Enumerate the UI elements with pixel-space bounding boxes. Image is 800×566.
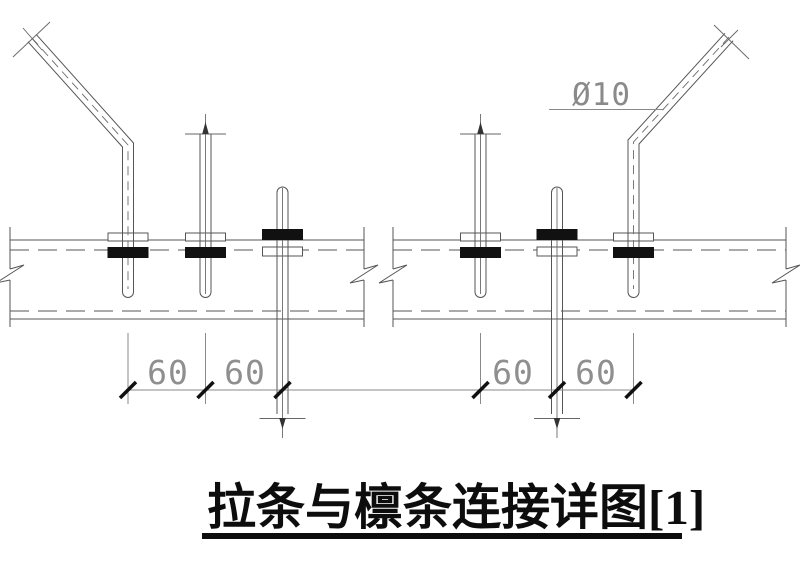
rod-end-cross-icon	[713, 24, 750, 60]
diagonal-tie-rod-left	[12, 21, 134, 298]
left-purlin	[0, 227, 379, 327]
break-zigzag-icon	[0, 264, 25, 283]
break-zigzag-icon	[378, 264, 408, 284]
vertical-tie-rod-left	[185, 114, 226, 298]
break-arrow-icon	[202, 122, 209, 134]
rod-outline	[627, 32, 734, 298]
rod-outline	[199, 134, 212, 298]
dimension-label: 60	[492, 353, 534, 392]
break-arrow-icon	[477, 122, 484, 134]
break-zigzag-icon	[349, 264, 379, 284]
nut-plate	[107, 247, 149, 258]
washer-plates-black	[107, 229, 654, 258]
dimension-tick-icon	[624, 380, 643, 400]
rod-end-cross-icon	[12, 21, 51, 58]
dimension-label: 60	[224, 353, 266, 392]
diagonal-tie-rod-right	[627, 24, 750, 298]
dimension-tick-icon	[196, 380, 215, 400]
diameter-label: Ø10	[572, 77, 631, 113]
nut-plate	[262, 229, 303, 240]
dimension-tick-icon	[471, 380, 490, 400]
nut-plate	[613, 247, 654, 258]
diameter-callout: Ø10	[549, 77, 664, 113]
drawing-title: 拉条与檩条连接详图[1]	[202, 480, 705, 539]
rod-end-cross-icon	[22, 27, 43, 51]
dimension-label: 60	[147, 353, 189, 392]
hook-bolt-right	[534, 186, 580, 438]
dimension-label: 60	[575, 353, 617, 392]
vertical-tie-rod-right	[460, 114, 501, 298]
break-arrow-icon	[279, 418, 286, 429]
dimension-tick-icon	[118, 380, 138, 400]
hook-bolt-left	[259, 186, 306, 438]
rod-end-cross-icon	[720, 29, 739, 48]
rod-outline	[474, 134, 487, 298]
nut-plate	[185, 247, 226, 258]
dimension-system: 60 60 60 60	[118, 333, 643, 404]
right-purlin	[378, 227, 800, 327]
nut-plate	[460, 247, 501, 258]
rod-outline	[551, 186, 563, 414]
break-zigzag-icon	[771, 264, 800, 284]
title-text: 拉条与檩条连接详图[1]	[207, 480, 705, 535]
bearing-plate	[613, 232, 654, 242]
rod-outline	[276, 186, 289, 414]
dimension-tick-icon	[273, 380, 292, 400]
dimension-tick-icon	[547, 380, 567, 400]
rod-axis	[31, 37, 129, 289]
break-arrow-icon	[553, 418, 561, 429]
title-underline	[202, 533, 682, 539]
rod-outline	[27, 33, 134, 298]
rod-axis	[633, 36, 730, 289]
nut-plate	[536, 229, 578, 240]
